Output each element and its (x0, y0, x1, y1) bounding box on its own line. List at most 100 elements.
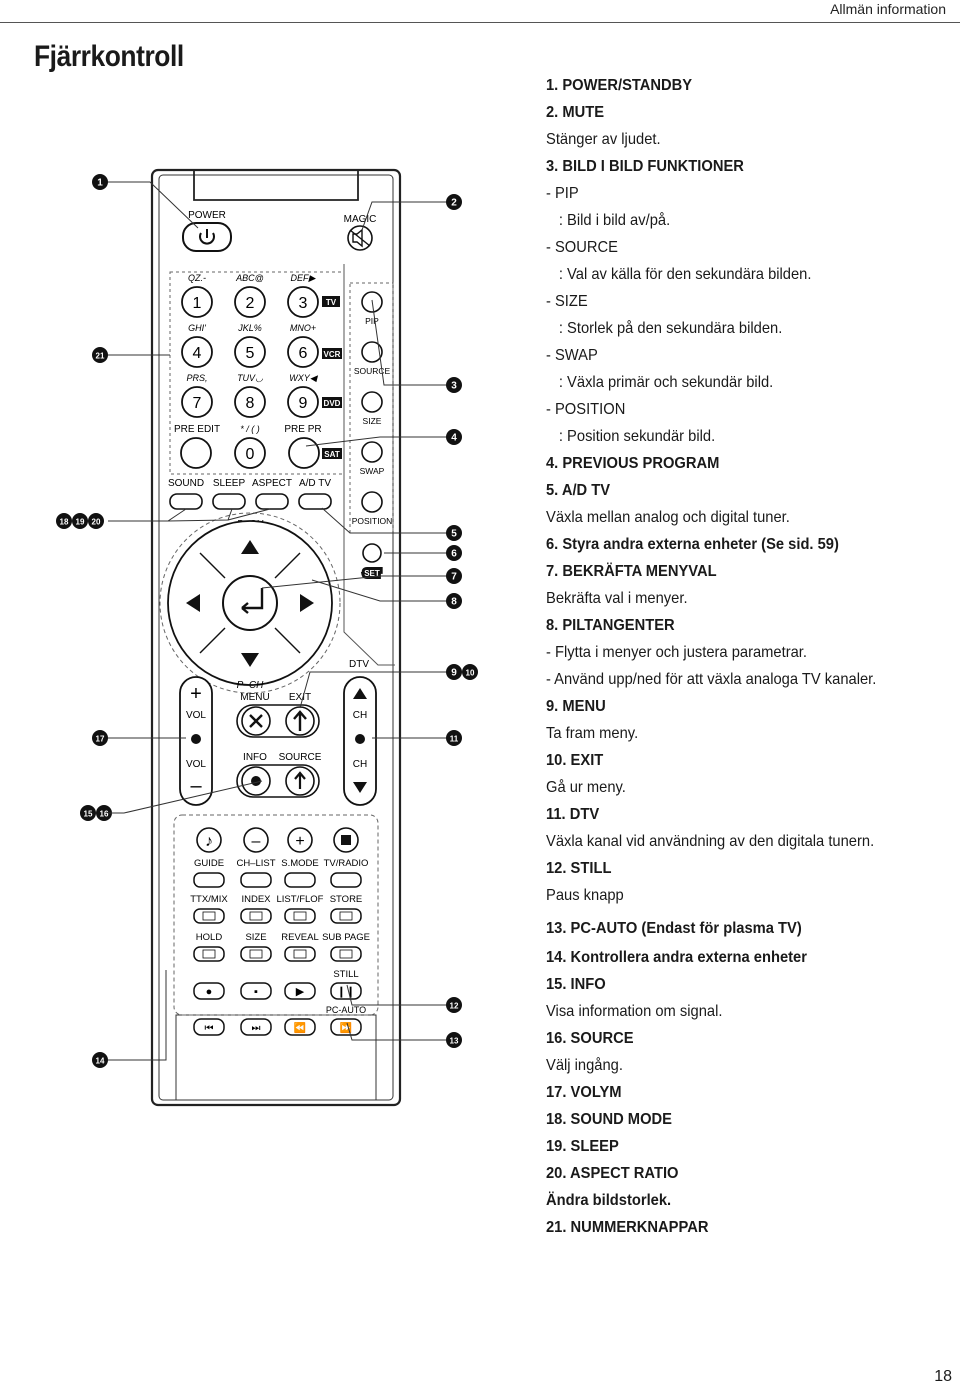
small-row-label: INDEX (241, 894, 271, 905)
list-item: 8. PILTANGENTER (546, 617, 675, 634)
letters-label: PRS, (186, 373, 207, 383)
power-icon (199, 229, 215, 245)
callout-badge (446, 997, 462, 1013)
callout-number: 14 (96, 1057, 105, 1066)
digit-button (234, 336, 266, 368)
enter-icon (241, 588, 264, 614)
digit-label: 6 (299, 345, 308, 362)
teletext-icon (339, 911, 353, 921)
music-icon: ♪ (205, 833, 213, 850)
transport-icon: ▪ (254, 986, 258, 998)
vol-label-1: VOL (186, 710, 206, 721)
transport-button (240, 1018, 272, 1036)
callout-badge (446, 1032, 462, 1048)
digit-button (234, 286, 266, 318)
small-row-label: TTX/MIX (190, 894, 228, 905)
callout-number: 6 (451, 549, 457, 560)
pre-pr-label: PRE PR (284, 424, 321, 435)
callout-number: 21 (96, 352, 105, 361)
callout-number: 9 (451, 668, 457, 679)
list-item: 1. POWER/STANDBY (546, 77, 693, 94)
digit-button (287, 386, 319, 418)
svg-text:VCR: VCR (324, 350, 341, 359)
list-item: 3. BILD I BILD FUNKTIONER (546, 158, 744, 175)
callout-number: 8 (451, 597, 457, 608)
letters-label: TUV◡ (237, 373, 263, 383)
menu-x-icon (249, 714, 263, 728)
small-row-label: GUIDE (194, 858, 224, 869)
callout-number: 1 (97, 178, 103, 189)
small-row-button (330, 908, 362, 924)
digit-label: 9 (299, 395, 308, 412)
callout-number: 5 (451, 529, 457, 540)
vol-dot-icon (191, 734, 201, 744)
left-arrow-icon (186, 594, 200, 612)
callout-number: 16 (100, 810, 109, 819)
digit-button (234, 437, 266, 469)
transport-icon: ● (206, 986, 213, 998)
list-item: Gå ur meny. (546, 779, 626, 796)
small-row-button (284, 946, 316, 962)
transport-button (284, 982, 316, 1000)
list-item: 6. Styra andra externa enheter (Se sid. … (546, 536, 839, 553)
header-rule (0, 22, 960, 23)
teletext-icon (293, 949, 307, 959)
list-item: Ändra bildstorlek. (546, 1192, 672, 1209)
transport-button (330, 982, 362, 1000)
svg-text:TV: TV (326, 298, 337, 307)
small-row-label: STORE (330, 894, 363, 905)
aspect-label: ASPECT (252, 478, 292, 489)
callout-badge (92, 174, 108, 190)
callout-number: 7 (451, 572, 457, 583)
list-item: Bekräfta val i menyer. (546, 590, 688, 607)
ch-label-1: CH (353, 710, 367, 721)
exit-label: EXIT (289, 692, 311, 703)
callout-number: 20 (92, 518, 101, 527)
digit-label: 0 (246, 446, 255, 463)
letters-label: JKL% (237, 323, 262, 333)
list-item: Ta fram meny. (546, 725, 639, 742)
callout-number: 12 (450, 1002, 459, 1011)
callout-badge (80, 805, 96, 821)
transport-button (193, 982, 225, 1000)
stop-square-icon (341, 835, 351, 845)
callout-number: 10 (466, 669, 475, 678)
list-item: : Storlek på den sekundära bilden. (558, 320, 783, 337)
pc-auto-label: PC-AUTO (326, 1005, 366, 1015)
mode-tv: TV (322, 296, 340, 307)
pre-pr-button (288, 437, 320, 469)
small-row-label: SIZE (245, 932, 266, 943)
callout-badge (462, 664, 478, 680)
list-item: - SWAP (546, 347, 598, 364)
ch-down-icon (353, 782, 367, 793)
callout-badge (56, 513, 72, 529)
letters-label: WXY◀ (289, 373, 319, 383)
page-header: Allmän information (830, 1, 946, 17)
side-label: PIP (365, 316, 379, 326)
small-row-label: LIST/FLOF (277, 894, 324, 905)
list-item: - POSITION (546, 401, 626, 418)
side-label: POSITION (352, 516, 393, 526)
mute-icon (349, 228, 371, 248)
transport-button (240, 982, 272, 1000)
letters-label: DEF▶ (291, 273, 317, 283)
callout-badge (88, 513, 104, 529)
list-item: 16. SOURCE (546, 1030, 634, 1047)
callout-badge (446, 730, 462, 746)
letters-label: ABC@ (235, 273, 264, 283)
list-item: : Bild i bild av/på. (558, 212, 671, 229)
list-item: 15. INFO (546, 976, 606, 993)
music-button (196, 827, 222, 853)
minus-icon: – (252, 833, 261, 850)
info-dot-icon (251, 776, 261, 786)
list-item: 11. DTV (546, 806, 600, 823)
transport-icon: ⏩ (340, 1021, 352, 1034)
list-item: 21. NUMMERKNAPPAR (546, 1219, 709, 1236)
callout-number: 13 (450, 1037, 459, 1046)
adtv-button (298, 493, 332, 510)
callout-number: 11 (450, 735, 459, 744)
list-item: : Position sekundär bild. (558, 428, 716, 445)
minus-button (243, 827, 269, 853)
list-item: Visa information om signal. (546, 1003, 723, 1020)
